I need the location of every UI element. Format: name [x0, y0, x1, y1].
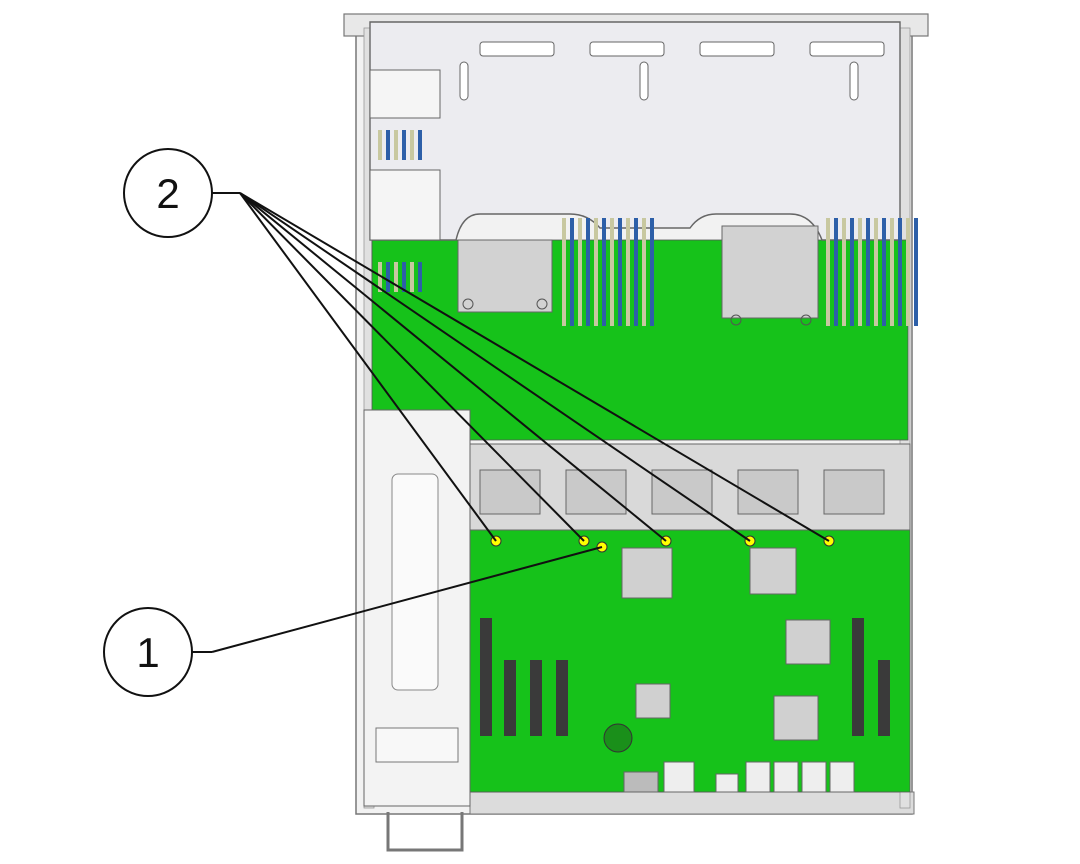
- dimm-slot: [386, 130, 390, 160]
- fan-modules: [469, 443, 911, 531]
- dimm-slot: [858, 218, 862, 326]
- dimm-slot: [402, 262, 406, 292]
- dimm-slot: [418, 262, 422, 292]
- dimm-slot: [562, 218, 566, 326]
- dimm-slot: [842, 218, 846, 326]
- callout-1-label: 1: [136, 629, 159, 676]
- dimm-slot: [906, 218, 910, 326]
- dimm-slot: [578, 218, 582, 326]
- dimm-slot: [570, 218, 574, 326]
- dimm-slot: [394, 130, 398, 160]
- dimm-slot: [850, 218, 854, 326]
- dimm-slot: [410, 262, 414, 292]
- dimm-slot: [386, 262, 390, 292]
- expansion-slots: [480, 618, 890, 736]
- power-supply: [363, 409, 471, 852]
- dimm-slot: [602, 218, 606, 326]
- dimm-slot: [898, 218, 902, 326]
- dimm-slot: [866, 218, 870, 326]
- dimm-slot: [410, 130, 414, 160]
- dimm-slot: [642, 218, 646, 326]
- dimm-slot: [634, 218, 638, 326]
- dimm-slot: [626, 218, 630, 326]
- dimm-slot: [418, 130, 422, 160]
- callout-2-label: 2: [156, 170, 179, 217]
- air-duct: [369, 21, 901, 241]
- cpu-heatsinks: [457, 225, 819, 326]
- dimm-slots: [378, 130, 918, 326]
- dimm-slot: [378, 262, 382, 292]
- dimm-slot: [402, 130, 406, 160]
- dimm-slot: [586, 218, 590, 326]
- callout-1: 1: [103, 607, 193, 697]
- dimm-slot: [834, 218, 838, 326]
- dimm-slot: [874, 218, 878, 326]
- rear-ports: [623, 761, 855, 793]
- dimm-slot: [882, 218, 886, 326]
- dimm-slot: [394, 262, 398, 292]
- dimm-slot: [914, 218, 918, 326]
- dimm-slot: [618, 218, 622, 326]
- callout-2: 2: [123, 148, 213, 238]
- dimm-slot: [378, 130, 382, 160]
- chips: [603, 547, 831, 753]
- dimm-slot: [610, 218, 614, 326]
- leader-lines: [190, 192, 830, 653]
- dimm-slot: [826, 218, 830, 326]
- dimm-slot: [890, 218, 894, 326]
- dimm-slot: [594, 218, 598, 326]
- dimm-slot: [650, 218, 654, 326]
